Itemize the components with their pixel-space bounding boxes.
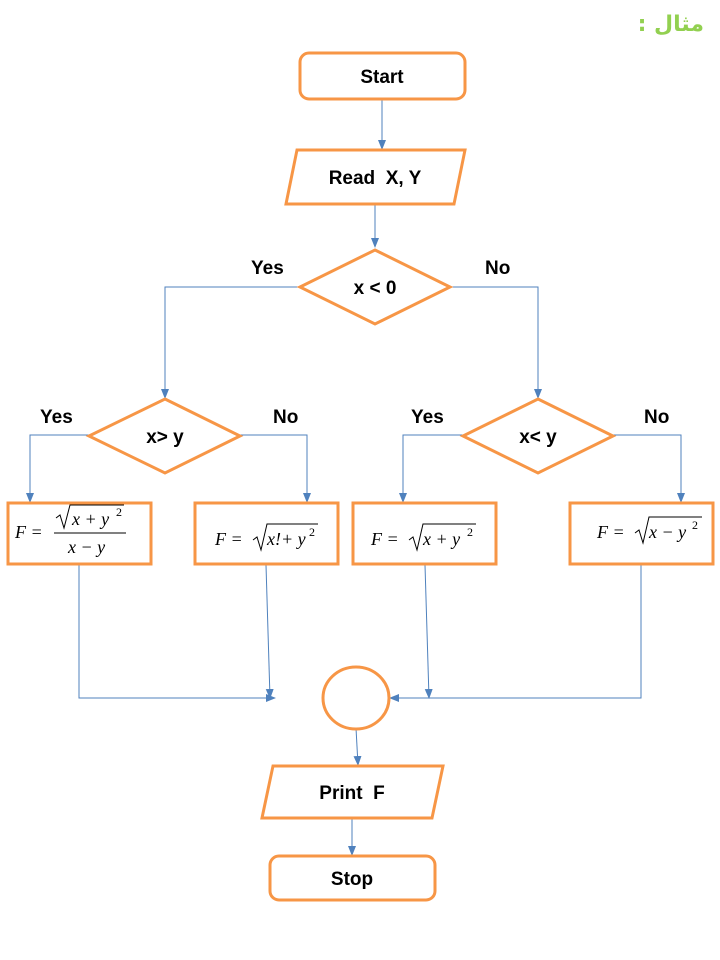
right-no-label: No — [644, 407, 669, 428]
connector-f1-join — [78, 565, 276, 702]
decision-right-label: x< y — [519, 427, 557, 448]
read-label: Read X, Y — [329, 168, 422, 189]
left-yes-label: Yes — [40, 407, 73, 428]
decision-left-label: x> y — [146, 427, 184, 448]
start-node: Start — [298, 51, 467, 101]
formula-3-lhs: F = — [370, 529, 399, 549]
formula-2-exponent: 2 — [309, 525, 315, 539]
connector-f2-join — [265, 564, 274, 699]
connector-right-no — [613, 434, 685, 503]
main-yes-label: Yes — [251, 258, 284, 279]
connector-right-yes — [399, 434, 463, 503]
process-formula-2: F = x!+ y 2 — [193, 501, 340, 566]
print-node: Print F — [260, 764, 445, 820]
connectors — [26, 99, 685, 856]
formula-4-exponent: 2 — [692, 518, 698, 532]
connector-left-no — [240, 434, 311, 503]
formula-1-numerator: x + y — [71, 509, 109, 529]
right-yes-label: Yes — [411, 407, 444, 428]
process-formula-3: F = x + y 2 — [351, 501, 498, 566]
connector-f4-join — [389, 565, 642, 702]
decision-left-node: x> y — [85, 397, 244, 475]
connector-main-yes — [161, 286, 300, 399]
connector-join-print — [353, 727, 362, 766]
print-label: Print F — [319, 783, 384, 804]
process-formula-1: F = x + y 2 x − y — [6, 501, 153, 566]
join-connector-circle — [321, 665, 391, 731]
formula-2-lhs: F = — [214, 529, 243, 549]
formula-4-lhs: F = — [596, 522, 625, 542]
connector-f3-join — [424, 564, 433, 699]
formula-1-lhs: F = — [14, 522, 43, 542]
formula-3-exponent: 2 — [467, 525, 473, 539]
decision-main-node: x < 0 — [296, 248, 454, 326]
formula-4-radicand: x − y — [648, 522, 686, 542]
connector-left-yes — [26, 434, 89, 503]
connector-main-no — [450, 286, 542, 399]
left-no-label: No — [273, 407, 298, 428]
start-label: Start — [360, 67, 404, 88]
stop-node: Stop — [268, 854, 437, 902]
formula-2-radicand: x!+ y — [266, 529, 306, 549]
formula-1-denominator: x − y — [67, 537, 105, 557]
stop-label: Stop — [331, 869, 373, 890]
main-no-label: No — [485, 258, 510, 279]
read-node: Read X, Y — [284, 148, 467, 206]
decision-main-label: x < 0 — [354, 278, 397, 299]
decision-right-node: x< y — [459, 397, 617, 475]
process-formula-4: F = x − y 2 — [568, 501, 715, 566]
example-title: مثال : — [637, 12, 704, 37]
formula-3-radicand: x + y — [422, 529, 460, 549]
formula-1-exponent: 2 — [116, 505, 122, 519]
